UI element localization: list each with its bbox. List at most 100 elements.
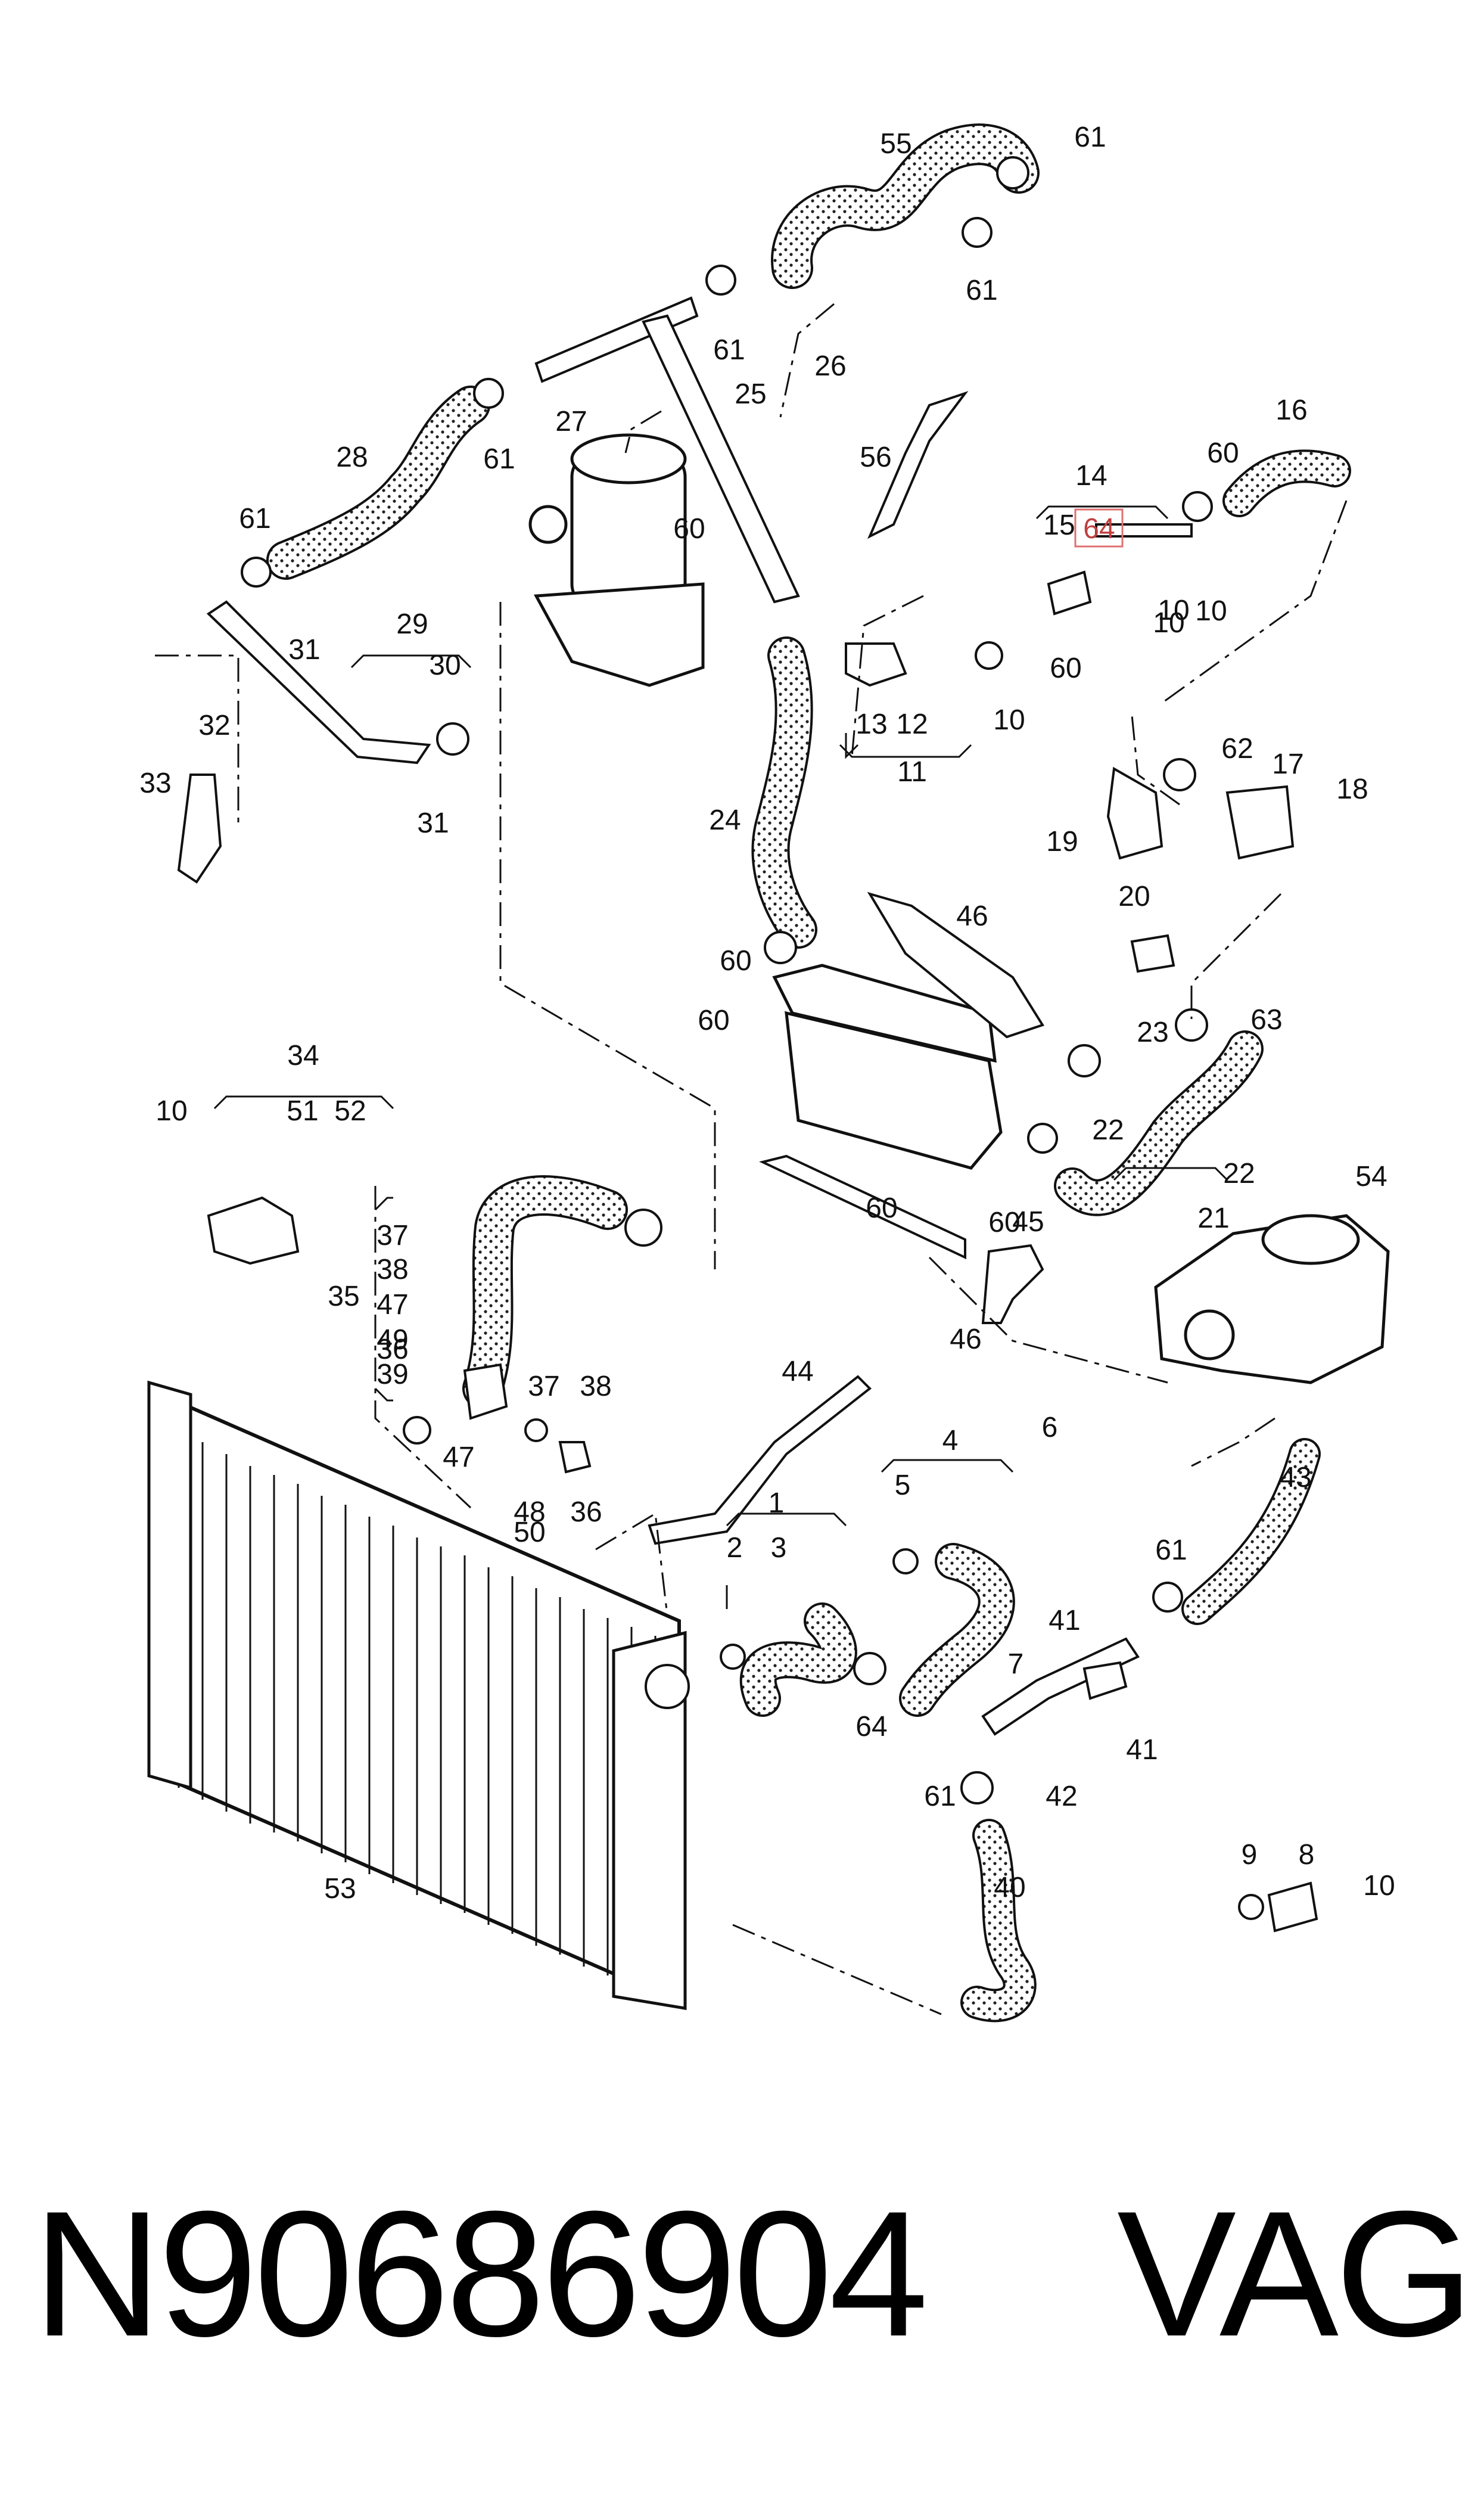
callout-label: 52 <box>334 1095 366 1127</box>
callout-label: 20 <box>1118 881 1150 912</box>
oil-cooler <box>772 964 1003 1170</box>
hoses <box>266 123 1351 2023</box>
callout-label: 47 <box>443 1442 474 1473</box>
callout-label: 2 <box>727 1532 743 1564</box>
callout-label: 61 <box>483 443 515 475</box>
expansion-tank <box>1154 1214 1390 1384</box>
callout-label: 23 <box>1137 1017 1168 1048</box>
callout-label: 9 <box>1242 1839 1258 1871</box>
callout-label: 43 <box>1280 1462 1311 1493</box>
callout-label: 60 <box>988 1207 1020 1238</box>
small-parts <box>177 156 1318 1933</box>
callout-label: 10 <box>1158 595 1189 626</box>
callout-label: 60 <box>673 513 705 545</box>
callout-label: 21 <box>1197 1203 1229 1234</box>
callout-label: 40 <box>994 1872 1025 1903</box>
callout-label: 46 <box>956 900 988 932</box>
callout-label: 64 <box>855 1711 887 1743</box>
oil-filter-housing <box>528 433 705 687</box>
callout-label: 8 <box>1299 1839 1315 1871</box>
group-brackets <box>213 505 1228 1527</box>
callout-label: 31 <box>288 634 320 666</box>
callout-label: 41 <box>1049 1605 1080 1636</box>
callout-label: 60 <box>698 1005 729 1036</box>
callout-label: 37 <box>528 1371 559 1402</box>
callout-label: 38 <box>580 1371 611 1402</box>
callout-label: 50 <box>514 1517 545 1548</box>
callout-label: 42 <box>1046 1781 1077 1812</box>
callout-label: 32 <box>198 710 230 741</box>
callout-label: 41 <box>1126 1734 1158 1766</box>
callout-label: 10 <box>1195 595 1227 627</box>
callout-label: 18 <box>1336 774 1368 805</box>
callout-label: 12 <box>896 709 928 740</box>
callout-label: 47 <box>377 1289 408 1321</box>
pipes <box>206 296 1140 1736</box>
callout-label: 11 <box>897 756 927 788</box>
callout-label: 35 <box>328 1281 359 1312</box>
callout-label: 31 <box>417 807 449 839</box>
radiator <box>147 1380 690 2010</box>
callout-label: 61 <box>1074 122 1106 153</box>
callout-label: 25 <box>735 378 766 410</box>
callout-label: 33 <box>139 768 171 799</box>
callout-label: 13 <box>855 709 887 740</box>
highlight-box <box>1074 508 1124 548</box>
callout-label: 10 <box>993 704 1025 736</box>
callout-label: 36 <box>570 1496 602 1528</box>
callout-label: 60 <box>1207 437 1239 469</box>
leader-lines <box>155 303 1348 2015</box>
callout-label: 39 <box>377 1359 408 1390</box>
callout-label: 7 <box>1008 1648 1024 1680</box>
callout-label: 14 <box>1075 460 1107 492</box>
callout-label: 60 <box>720 945 751 977</box>
callout-label: 4 <box>942 1425 959 1456</box>
callout-label: 45 <box>1012 1206 1044 1238</box>
callout-label: 22 <box>1092 1114 1124 1146</box>
callout-label: 28 <box>336 442 368 473</box>
callout-label: 26 <box>814 350 846 382</box>
callout-label: 61 <box>924 1781 956 1812</box>
callout-label: 19 <box>1046 826 1078 858</box>
callout-label: 62 <box>1221 733 1253 765</box>
callout-label: 46 <box>950 1324 981 1355</box>
callout-label: 10 <box>1363 1870 1395 1902</box>
callout-label: 63 <box>1250 1004 1282 1036</box>
callout-label: 61 <box>239 503 270 535</box>
callout-label: 22 <box>1223 1158 1255 1189</box>
callout-label: 27 <box>555 406 587 437</box>
callout-label: 5 <box>895 1470 911 1501</box>
brand-name: VAG <box>1117 2173 1474 2374</box>
callout-label: 56 <box>860 442 891 473</box>
callout-label: 51 <box>287 1095 318 1127</box>
callout-label: 38 <box>377 1254 408 1285</box>
callout-label: 60 <box>866 1192 897 1224</box>
callout-label: 36 <box>377 1334 408 1365</box>
callout-label: 16 <box>1275 395 1307 426</box>
callout-label: 55 <box>880 128 911 160</box>
callout-label: 6 <box>1042 1412 1058 1443</box>
callout-label: 34 <box>287 1040 319 1071</box>
callout-label: 30 <box>429 650 461 681</box>
callout-label: 61 <box>966 275 997 306</box>
callout-label: 48 <box>514 1496 545 1528</box>
callout-label: 44 <box>782 1356 813 1387</box>
callout-label: 24 <box>709 805 741 836</box>
callout-label: 10 <box>155 1095 187 1127</box>
callout-label: 54 <box>1355 1161 1387 1192</box>
callout-label: 61 <box>1155 1535 1187 1566</box>
callout-label: 37 <box>377 1220 408 1251</box>
part-number: N90686904 <box>33 2173 928 2374</box>
callout-label: 53 <box>324 1873 356 1905</box>
callout-label: 29 <box>396 608 428 640</box>
callout-label: 3 <box>771 1532 787 1564</box>
callout-label: 61 <box>713 334 745 366</box>
callout-label: 49 <box>377 1324 408 1356</box>
callout-label: 60 <box>1050 653 1081 684</box>
callout-label: 15 <box>1043 510 1075 541</box>
callout-labels: 1 2 3 4 5 6 7 8 9 10 10 10 10 10 10 11 1… <box>139 122 1395 1905</box>
callout-label: 17 <box>1272 748 1303 780</box>
callout-label: 10 <box>1153 607 1184 639</box>
highlighted-callout: 64 <box>1083 513 1115 545</box>
